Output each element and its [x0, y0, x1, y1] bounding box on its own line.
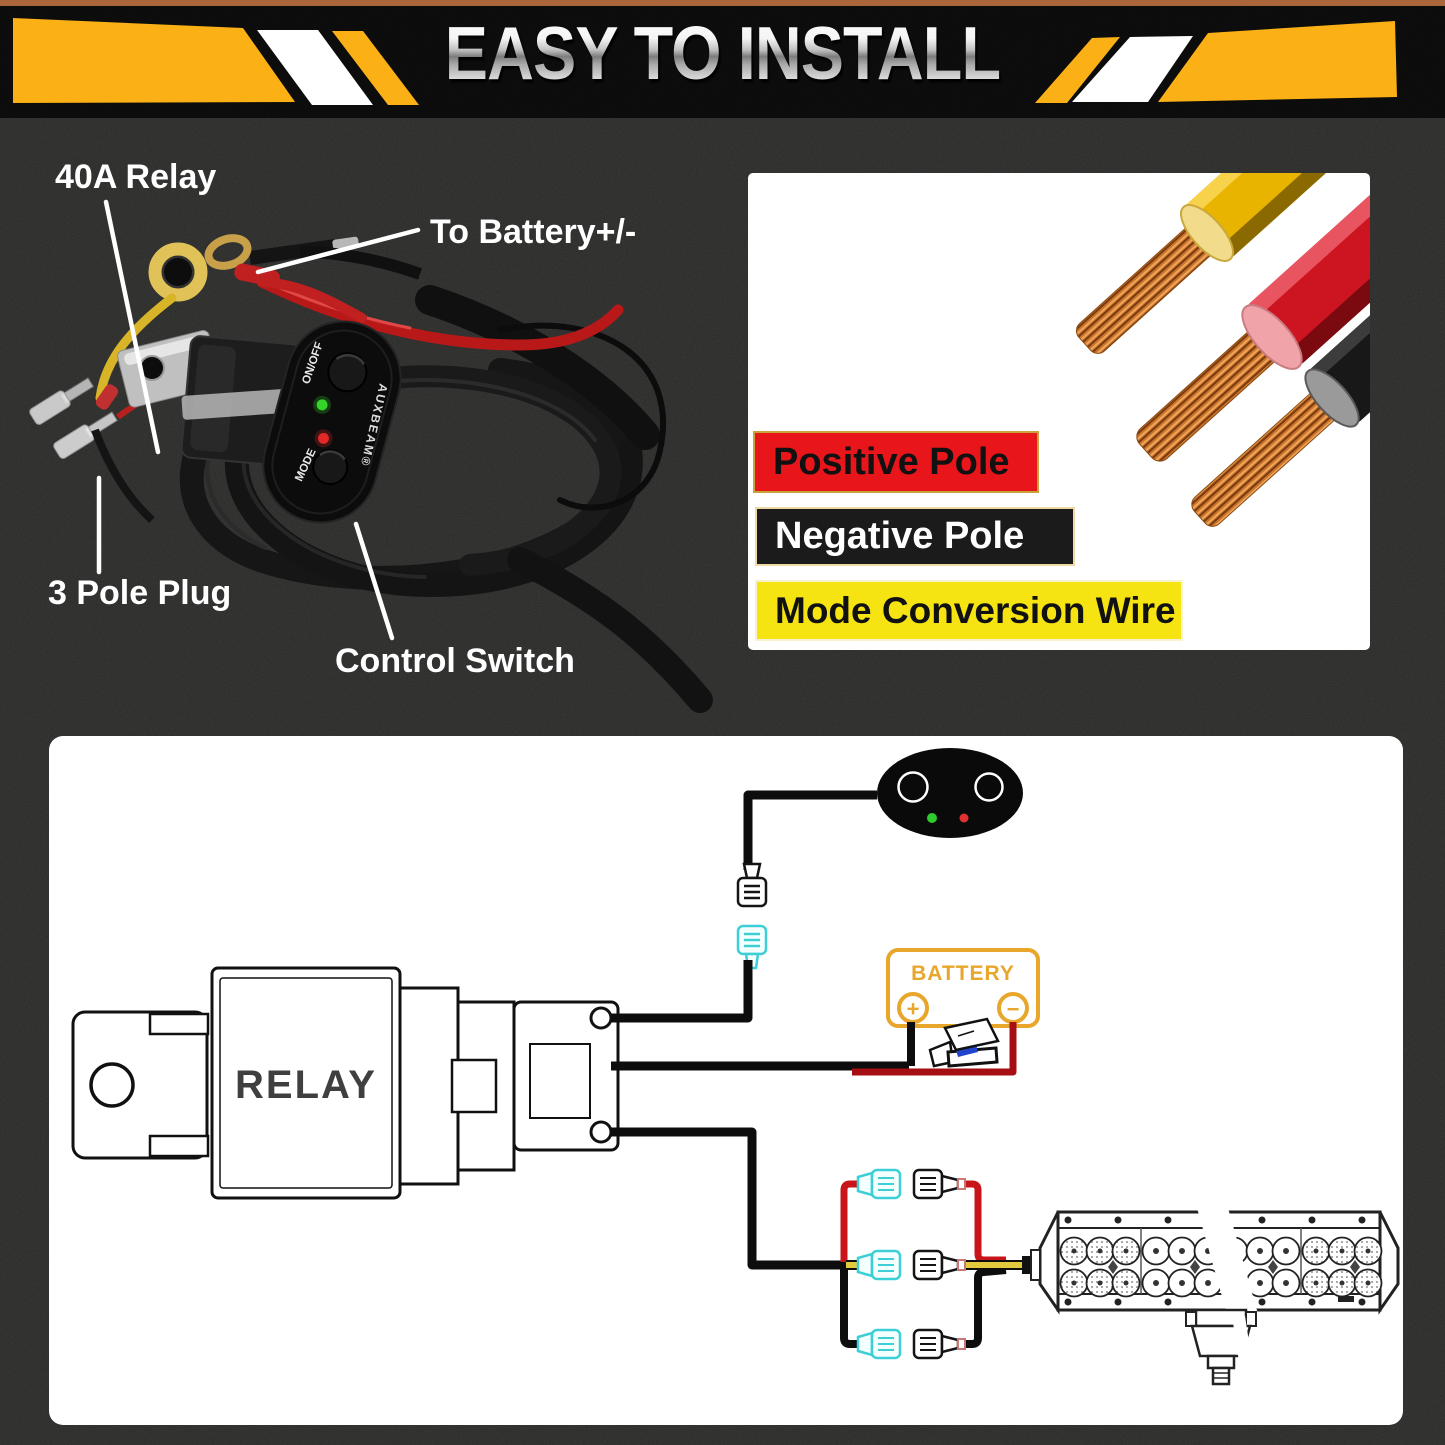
legend-negative-pole: Negative Pole [755, 507, 1075, 566]
bar-screws [1064, 1216, 1366, 1306]
pointer-line-switch [353, 521, 395, 641]
branch-red-wire [840, 1180, 872, 1268]
mode-button [312, 449, 349, 486]
switch-wire [743, 790, 877, 870]
wire-ends-photo [1075, 173, 1370, 527]
legend-mode-conversion: Mode Conversion Wire [755, 580, 1183, 641]
branch-red-wire-2 [952, 1180, 1006, 1264]
legend-mode-label: Mode Conversion Wire [775, 589, 1176, 631]
diagram-control-switch [877, 748, 1023, 838]
diagram-battery: BATTERY + − [886, 948, 1040, 1028]
ring-terminal-hole [164, 258, 192, 286]
bar-right-endcap [1378, 1211, 1400, 1315]
legend-negative-label: Negative Pole [775, 515, 1025, 557]
fuse-icon [928, 1017, 1000, 1068]
battery-minus-sign: − [1007, 997, 1020, 1022]
yellow-insulation [1185, 173, 1354, 258]
brass-ring-lug [204, 234, 252, 270]
battery-plus-sign: + [907, 997, 920, 1022]
on-off-button [327, 352, 368, 393]
red-insulation [1247, 183, 1370, 365]
insulation-highlight [1247, 183, 1370, 318]
diagram-red-led [959, 813, 969, 823]
harness-photo: ON/OFF MODE AUXBEAM® 40A Relay To Batter… [29, 158, 713, 713]
banner-yellow-slab-left [13, 18, 295, 103]
connector-latch [450, 1058, 498, 1114]
insulation-highlight [1308, 259, 1370, 380]
cut-face [1241, 304, 1303, 370]
banner-yellow-stripe-left [332, 31, 419, 105]
spade-sleeve [53, 424, 95, 459]
bracket-highlight [124, 336, 203, 366]
bar-diamonds [1108, 1260, 1360, 1274]
red-led [317, 432, 329, 444]
connector-pairs [856, 1168, 966, 1360]
bracket-glare-slash [1232, 1316, 1256, 1388]
wiring-diagram: RELAY BATTERY + − [71, 748, 1400, 1388]
spade-connector-black [736, 862, 768, 908]
banner: EASY TO INSTALL [0, 5, 1445, 118]
wire-legend-panel: Positive Pole Negative Pole Mode Convers… [748, 173, 1370, 650]
control-switch-photo: ON/OFF MODE AUXBEAM® [262, 320, 402, 524]
relay-wire-bottom [611, 1127, 846, 1270]
diagram-mode-button [974, 772, 1004, 802]
insulation-highlight [1184, 173, 1317, 216]
relay-bracket-hole [89, 1062, 135, 1108]
spade-sleeve [29, 390, 71, 425]
yellow-wire-end [1075, 173, 1354, 354]
relay-wire-top [611, 960, 753, 1023]
three-pole-plug-photo [29, 377, 155, 523]
pointer-line-battery [255, 227, 421, 275]
red-crimp [95, 384, 119, 410]
plug-wire [91, 428, 155, 523]
cut-face [1180, 204, 1234, 262]
red-wire-end [1136, 183, 1370, 462]
label-control-switch: Control Switch [335, 642, 575, 680]
label-40a-relay: 40A Relay [55, 158, 216, 196]
banner-yellow-stripe-right [1035, 37, 1120, 103]
insulation-shadow [1221, 173, 1354, 258]
cut-face [1304, 368, 1360, 428]
banner-title: EASY TO INSTALL [72, 11, 1373, 97]
diagram-relay [71, 966, 620, 1200]
banner-stripes [13, 18, 1397, 105]
bar-left-endcap [1038, 1211, 1060, 1315]
yellow-ring-terminal [148, 242, 208, 302]
yellow-mode-wire [95, 293, 177, 403]
label-3-pole-plug: 3 Pole Plug [48, 574, 231, 612]
banner-white-stripe-right [1072, 36, 1193, 102]
battery-label: BATTERY [911, 962, 1015, 985]
wiring-diagram-panel: RELAY BATTERY + − [49, 736, 1403, 1425]
label-to-battery: To Battery+/- [430, 213, 636, 251]
branch-black-wire-2 [952, 1266, 1007, 1348]
insulation-shadow [1288, 229, 1370, 365]
diagram-onoff-button [897, 771, 929, 803]
relay-pin-bottom [589, 1120, 613, 1144]
black-insulation [1309, 260, 1370, 423]
pointer-line-relay [103, 199, 161, 455]
relay-clip [181, 388, 301, 420]
relay-bracket [71, 1010, 209, 1160]
banner-white-stripe-left [257, 30, 373, 105]
legend-positive-label: Positive Pole [773, 440, 1010, 483]
photo-callouts: 40A Relay To Battery+/- 3 Pole Plug Cont… [48, 158, 636, 680]
banner-yellow-slab-right [1158, 21, 1397, 102]
diagram-green-led [927, 813, 937, 823]
branch-black-wire [840, 1262, 872, 1348]
top-border-strip [0, 0, 1445, 6]
bar-glare-slash [1197, 1208, 1258, 1314]
green-led [316, 399, 328, 411]
battery-negative-wire [852, 1022, 1017, 1076]
relay-pin-top [589, 1006, 613, 1030]
black-wire-end [1191, 259, 1370, 527]
legend-positive-pole: Positive Pole [753, 431, 1039, 493]
relay-label: RELAY [235, 1063, 377, 1107]
